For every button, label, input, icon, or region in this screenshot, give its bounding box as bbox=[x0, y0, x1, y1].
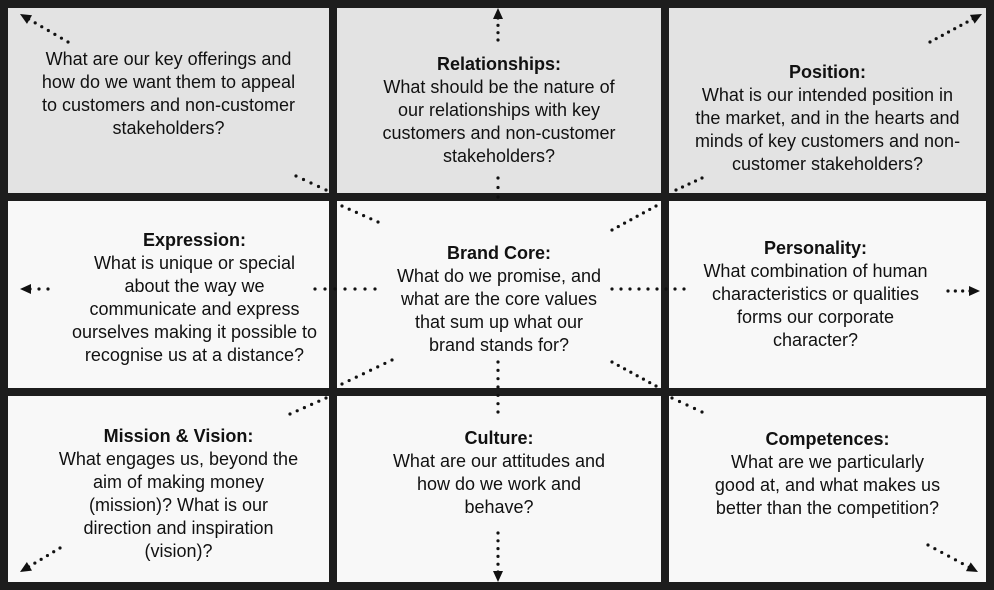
relationships-title: Relationships: bbox=[436, 54, 561, 74]
brand-core-title: Brand Core: bbox=[446, 243, 551, 263]
offerings-question: What are our key offerings and how do we… bbox=[41, 48, 296, 138]
expression-title: Expression: bbox=[142, 229, 247, 250]
mission-vision-text: Mission & Vision: What engages us, beyon… bbox=[54, 425, 304, 563]
cell-offerings: What are our key offerings and how do we… bbox=[8, 8, 329, 193]
cell-culture: Culture: What are our attitudes and how … bbox=[337, 396, 661, 582]
cell-expression: Expression: What is unique or special ab… bbox=[8, 201, 329, 388]
brand-core-text: Brand Core: What do we promise, and what… bbox=[395, 242, 603, 357]
personality-question: What combination of human characteristic… bbox=[703, 261, 928, 350]
position-title: Position: bbox=[789, 62, 866, 82]
cell-competences: Competences: What are we particularly go… bbox=[669, 396, 986, 582]
cell-position: Position: What is our intended position … bbox=[669, 8, 986, 193]
culture-title: Culture: bbox=[464, 428, 534, 448]
culture-question: What are our attitudes and how do we wor… bbox=[392, 451, 606, 517]
mission-vision-question: What engages us, beyond the aim of makin… bbox=[58, 449, 299, 561]
competences-question: What are we particularly good at, and wh… bbox=[714, 452, 941, 518]
cell-brand-core: Brand Core: What do we promise, and what… bbox=[337, 201, 661, 388]
brand-core-question: What do we promise, and what are the cor… bbox=[396, 266, 602, 355]
cell-relationships: Relationships: What should be the nature… bbox=[337, 8, 661, 193]
position-text: Position: What is our intended position … bbox=[694, 61, 962, 176]
relationships-question: What should be the nature of our relatio… bbox=[382, 77, 616, 166]
cell-mission-vision: Mission & Vision: What engages us, beyon… bbox=[8, 396, 329, 582]
competences-title: Competences: bbox=[765, 429, 890, 449]
personality-title: Personality: bbox=[763, 238, 868, 258]
mission-vision-title: Mission & Vision: bbox=[103, 426, 254, 446]
cell-personality: Personality: What combination of human c… bbox=[669, 201, 986, 388]
expression-text: Expression: What is unique or special ab… bbox=[70, 229, 319, 367]
position-question: What is our intended position in the mar… bbox=[694, 85, 961, 174]
competences-text: Competences: What are we particularly go… bbox=[713, 428, 943, 520]
culture-text: Culture: What are our attitudes and how … bbox=[384, 427, 614, 519]
expression-question: What is unique or special about the way … bbox=[71, 252, 318, 365]
personality-text: Personality: What combination of human c… bbox=[696, 237, 936, 352]
offerings-text: What are our key offerings and how do we… bbox=[33, 48, 305, 140]
relationships-text: Relationships: What should be the nature… bbox=[381, 53, 617, 168]
